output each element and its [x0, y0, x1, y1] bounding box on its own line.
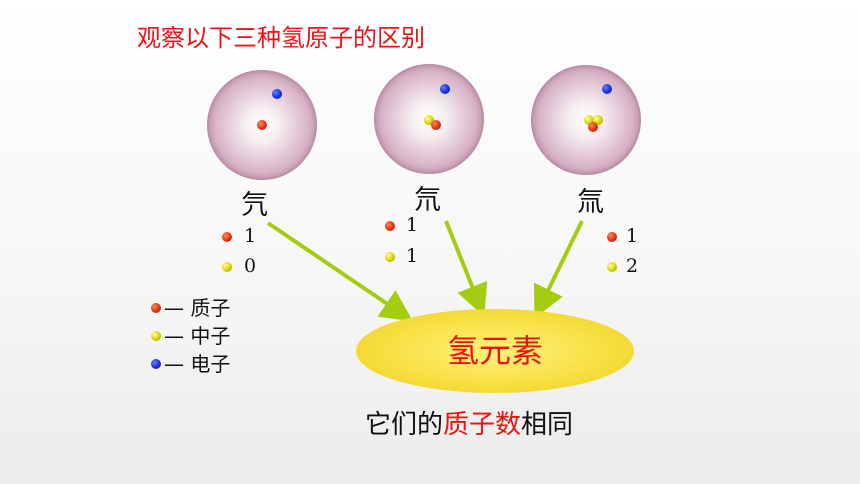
- electron-dot: [272, 89, 282, 99]
- neutron-dot: [607, 262, 617, 272]
- neutron-count: 2: [626, 255, 639, 277]
- arrow-tritium: [534, 220, 584, 319]
- conclusion-highlight: 质子数: [443, 410, 522, 440]
- legend-proton-dot: [151, 303, 161, 313]
- isotope-name-deuterium: 氘: [414, 185, 441, 216]
- isotope-name-tritium: 氚: [577, 187, 604, 218]
- neutron-dot: [593, 115, 603, 125]
- proton-dot: [385, 221, 395, 231]
- proton-count: 1: [626, 225, 639, 247]
- arrow-deuterium: [444, 220, 488, 317]
- neutron-dot: [222, 262, 232, 272]
- proton-dot: [431, 120, 441, 130]
- proton-dot: [607, 232, 617, 242]
- element-ellipse: [356, 309, 634, 393]
- proton-count: 1: [406, 214, 419, 236]
- legend-neutron-dot: [151, 331, 161, 341]
- isotope-name-protium: 氕: [241, 190, 268, 221]
- slide-title: 观察以下三种氢原子的区别: [137, 24, 425, 52]
- electron-dot: [602, 84, 612, 94]
- neutron-count: 0: [244, 255, 257, 277]
- neutron-count: 1: [406, 245, 419, 267]
- proton-dot: [257, 120, 267, 130]
- legend-proton-label: — 质子: [164, 296, 231, 320]
- neutron-dot: [424, 115, 434, 125]
- neutron-dot: [584, 115, 594, 125]
- conclusion-suffix: 相同: [521, 410, 574, 440]
- conclusion-text: 它们的质子数相同: [365, 404, 573, 441]
- legend-neutron-label: — 中子: [164, 324, 231, 348]
- legend-electron-dot: [151, 359, 161, 369]
- proton-dot: [588, 122, 598, 132]
- legend-electron-label: — 电子: [164, 352, 231, 376]
- conclusion-prefix: 它们的: [365, 410, 444, 440]
- electron-dot: [440, 84, 450, 94]
- neutron-dot: [385, 252, 395, 262]
- element-name: 氢元素: [446, 332, 543, 370]
- proton-dot: [222, 232, 232, 242]
- proton-count: 1: [244, 225, 257, 247]
- arrow-protium: [266, 221, 413, 322]
